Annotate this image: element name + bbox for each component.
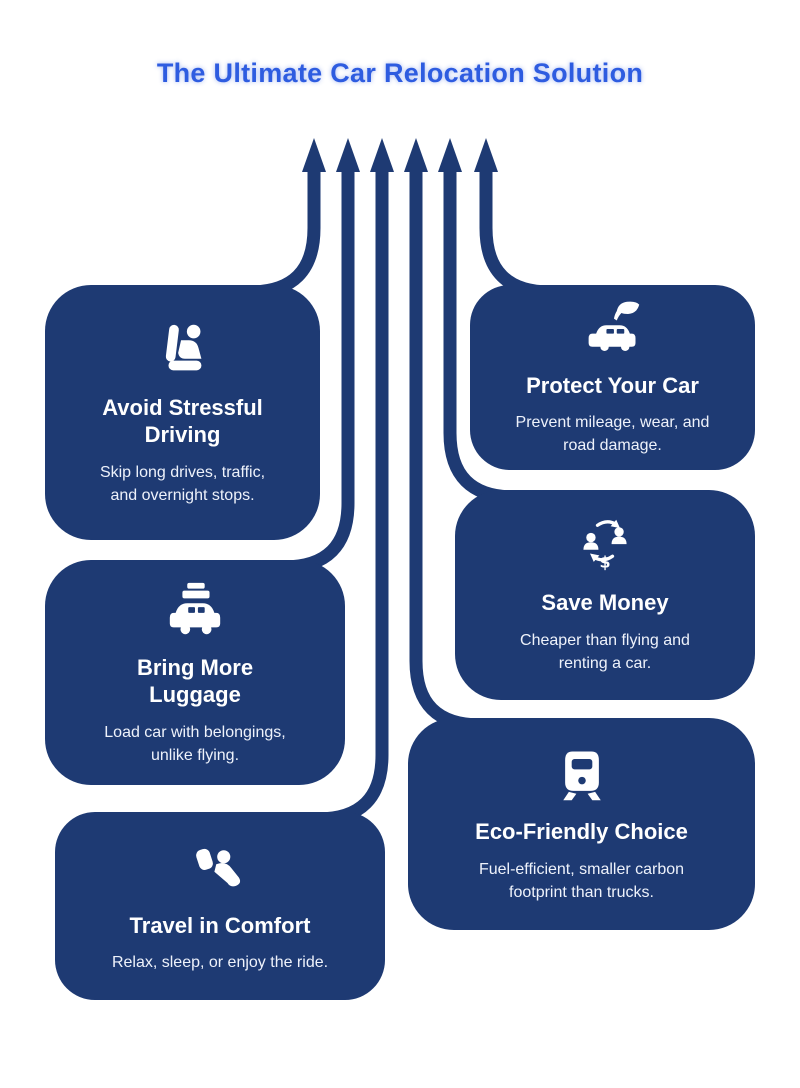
card-description: Prevent mileage, wear, and road damage. — [515, 414, 710, 455]
benefit-card-bring-more-luggage: Bring More Luggage Load car with belongi… — [45, 560, 345, 785]
svg-text:$: $ — [599, 553, 610, 572]
benefit-card-avoid-stressful-driving: Avoid Stressful Driving Skip long drives… — [45, 285, 320, 540]
benefit-card-eco-friendly-choice: Eco-Friendly Choice Fuel-efficient, smal… — [408, 718, 755, 930]
card-description: Relax, sleep, or enjoy the ride. — [111, 954, 329, 972]
card-description: Skip long drives, traffic, and overnight… — [99, 463, 266, 504]
benefit-card-protect-your-car: Protect Your Car Prevent mileage, wear, … — [470, 285, 755, 470]
card-title: Protect Your Car — [526, 372, 699, 398]
connector-line — [249, 170, 321, 299]
car-seat-icon — [152, 318, 214, 380]
up-arrow-icon — [474, 138, 498, 172]
up-arrow-icon — [438, 138, 462, 172]
car-with-leaf-icon — [583, 298, 643, 358]
card-description: Cheaper than flying and renting a car. — [520, 631, 690, 672]
up-arrow-icon — [370, 138, 394, 172]
connector-line — [479, 170, 551, 299]
card-title: Eco-Friendly Choice — [475, 819, 688, 845]
card-title: Avoid Stressful Driving — [102, 394, 263, 448]
card-title: Bring More Luggage — [136, 654, 254, 708]
card-description: Fuel-efficient, smaller carbon footprint… — [478, 860, 685, 901]
card-title: Travel in Comfort — [129, 912, 311, 938]
train-icon — [552, 744, 612, 804]
up-arrow-icon — [302, 138, 326, 172]
card-description: Load car with belongings, unlike flying. — [104, 723, 286, 764]
card-title: Save Money — [541, 590, 669, 616]
benefit-card-save-money: $ Save Money Cheaper than flying and ren… — [455, 490, 755, 700]
up-arrow-icon — [404, 138, 428, 172]
up-arrow-icon — [336, 138, 360, 172]
benefit-card-travel-in-comfort: Travel in Comfort Relax, sleep, or enjoy… — [55, 812, 385, 1000]
relaxing-person-icon — [190, 838, 250, 898]
luggage-car-icon — [164, 578, 226, 640]
people-money-exchange-icon: $ — [575, 515, 635, 575]
page-title: The Ultimate Car Relocation Solution — [156, 58, 644, 88]
